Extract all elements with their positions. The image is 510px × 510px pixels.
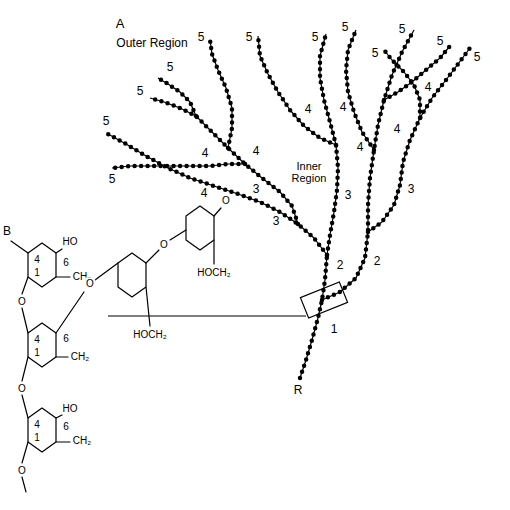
atom-label: O — [221, 195, 231, 206]
tier-number: 4 — [339, 101, 348, 114]
tier-number: 3 — [272, 215, 281, 228]
end-letter: R — [293, 384, 304, 397]
tier-number: 5 — [245, 31, 254, 44]
carbon-number: 1 — [33, 347, 41, 358]
tier-number: 5 — [136, 85, 145, 98]
glucose-ring — [28, 408, 56, 452]
tier-number: 4 — [252, 145, 261, 158]
figure-letter: B — [2, 225, 12, 238]
atom-label: O — [17, 296, 27, 307]
group-label: HO — [62, 236, 79, 247]
tier-number: 4 — [304, 103, 313, 116]
glucose-dots — [258, 36, 336, 145]
tier-number: 5 — [436, 35, 445, 48]
carbon-number: 4 — [33, 419, 41, 430]
bond-line — [22, 442, 28, 463]
region-label: Inner Region — [286, 160, 332, 184]
tier-number: 5 — [102, 115, 111, 128]
tier-number: 4 — [201, 147, 210, 160]
tier-number: 5 — [398, 23, 407, 36]
atom-label: O — [17, 465, 27, 476]
bond-line — [56, 249, 62, 253]
glucose-dots — [150, 98, 298, 224]
tier-number: 1 — [330, 323, 339, 336]
group-label: HOCH₂ — [196, 267, 231, 278]
group-label: HO — [62, 403, 79, 414]
tier-number: 2 — [336, 259, 345, 272]
glucose-dots — [368, 48, 470, 232]
tier-number: 5 — [371, 47, 380, 60]
branch-box — [300, 282, 347, 318]
bond-line — [56, 292, 84, 333]
glucose-dots — [108, 134, 327, 255]
glucose-dots — [210, 40, 232, 148]
chain-line — [210, 40, 232, 148]
group-label: CH₂ — [70, 351, 90, 362]
tier-number: 4 — [200, 187, 209, 200]
chain-line — [158, 78, 196, 116]
tier-number: 5 — [473, 51, 482, 64]
bond-line — [56, 356, 68, 357]
group-label: HOCH₂ — [132, 329, 167, 340]
figure-letter: A — [115, 17, 126, 31]
glucose-dots — [158, 78, 196, 116]
glucose-ring — [118, 253, 146, 297]
tier-number: 5 — [166, 61, 175, 74]
atom-label: O — [85, 278, 95, 289]
bond-line — [22, 308, 28, 333]
region-label: Outer Region — [115, 37, 188, 50]
tier-number: 4 — [393, 123, 402, 136]
bond-line — [146, 250, 159, 263]
tier-number: 5 — [197, 31, 206, 44]
tier-number: 5 — [108, 173, 117, 186]
group-label: CH₂ — [72, 435, 92, 446]
atom-label: O — [159, 239, 169, 250]
glucose-ring — [186, 206, 214, 250]
bond-line — [56, 276, 70, 277]
tier-number: 3 — [252, 183, 261, 196]
chain-line — [112, 164, 245, 168]
bond-line — [146, 287, 150, 326]
bond-line — [56, 415, 62, 418]
bond-line — [214, 208, 221, 216]
bond-line — [213, 240, 214, 264]
leader-line — [108, 315, 306, 316]
tier-number: 4 — [356, 141, 365, 154]
glucose-ring — [28, 243, 56, 287]
carbon-number: 4 — [33, 254, 41, 265]
carbon-number: 1 — [33, 267, 41, 278]
glucose-dots — [384, 50, 420, 118]
chain-line — [150, 98, 298, 224]
bond-line — [22, 277, 28, 294]
bond-line — [22, 477, 26, 492]
chain-line — [108, 134, 327, 255]
bond-line — [56, 441, 70, 442]
tier-number: 2 — [373, 255, 382, 268]
carbon-number: 6 — [62, 257, 70, 268]
bond-line — [22, 357, 28, 381]
tier-number: 4 — [424, 81, 433, 94]
tier-number: 5 — [311, 31, 320, 44]
carbon-number: 1 — [33, 432, 41, 443]
carbon-number: 4 — [33, 334, 41, 345]
carbon-number: 6 — [62, 333, 70, 344]
bond-line — [11, 241, 28, 253]
tier-number: 5 — [341, 21, 350, 34]
tier-number: 3 — [344, 189, 353, 202]
glucose-ring — [28, 323, 56, 367]
bond-line — [22, 395, 28, 418]
chain-line — [258, 36, 336, 145]
bond-line — [95, 263, 118, 280]
carbon-number: 6 — [62, 421, 70, 432]
tier-number: 3 — [407, 183, 416, 196]
bond-line — [170, 230, 186, 240]
glucose-dots — [112, 164, 245, 168]
atom-label: O — [17, 383, 27, 394]
